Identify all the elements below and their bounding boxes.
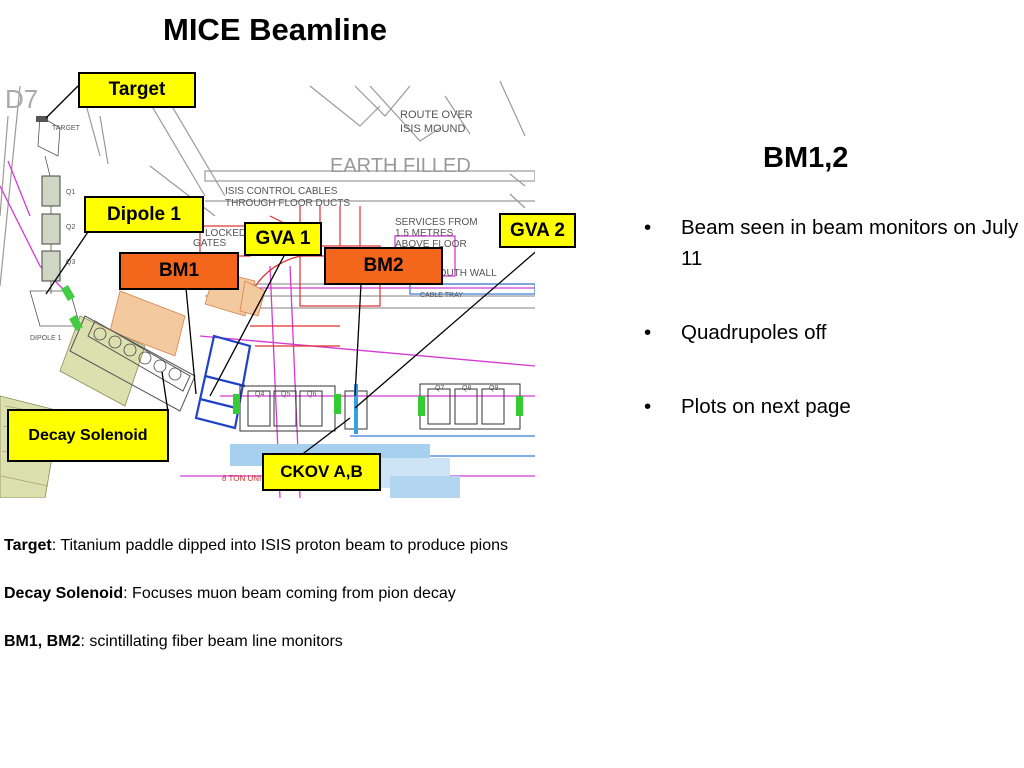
bullet-list: Beam seen in beam monitors on July 11 Qu… <box>640 212 1020 465</box>
bullet-item: Plots on next page <box>640 391 1020 422</box>
decay-solenoid-callout: Decay Solenoid <box>7 409 169 462</box>
drawing-south-wall: SOUTH WALL <box>432 268 497 279</box>
definition-term: BM1, BM2 <box>4 633 81 650</box>
target-callout: Target <box>78 72 196 108</box>
drawing-above-floor: ABOVE FLOOR <box>395 239 467 250</box>
page-title: MICE Beamline <box>163 12 387 47</box>
definition-decay-solenoid: Decay Solenoid: Focuses muon beam coming… <box>4 584 508 604</box>
definition-text: : Titanium paddle dipped into ISIS proto… <box>51 537 509 554</box>
side-title: BM1,2 <box>763 142 849 174</box>
drawing-q9: Q9 <box>489 385 498 392</box>
drawing-target: TARGET <box>52 125 81 132</box>
drawing-q6: Q6 <box>307 391 316 398</box>
drawing-gates: GATES <box>193 238 226 249</box>
drawing-dipole1: DIPOLE 1 <box>30 335 62 342</box>
bm2-callout: BM2 <box>324 247 443 285</box>
drawing-earth-filled: EARTH FILLED <box>330 155 471 177</box>
drawing-metres: 1.5 METRES <box>395 228 454 239</box>
drawing-q4: Q4 <box>255 391 264 398</box>
definition-term: Target <box>4 537 52 554</box>
bullet-item: Quadrupoles off <box>640 317 1020 348</box>
drawing-q3: Q3 <box>66 259 75 266</box>
drawing-route-over: ROUTE OVER <box>400 109 473 121</box>
drawing-q1: Q1 <box>66 189 75 196</box>
drawing-isis-mound: ISIS MOUND <box>400 123 465 135</box>
bullet-item: Beam seen in beam monitors on July 11 <box>640 212 1020 274</box>
drawing-ton: 8 TON UNI <box>222 474 261 483</box>
dipole1-callout: Dipole 1 <box>84 196 204 233</box>
gva2-callout: GVA 2 <box>499 213 576 248</box>
drawing-locked: LOCKED <box>205 228 246 239</box>
bm1-callout: BM1 <box>119 252 239 290</box>
definition-text: : scintillating fiber beam line monitors <box>80 633 343 650</box>
drawing-through-floor: THROUGH FLOOR DUCTS <box>225 198 350 209</box>
definition-term: Decay Solenoid <box>4 585 124 602</box>
drawing-q5: Q5 <box>281 391 290 398</box>
drawing-services-from: SERVICES FROM <box>395 217 478 228</box>
drawing-q7: Q7 <box>435 385 444 392</box>
ckov-callout: CKOV A,B <box>262 453 381 491</box>
beamline-diagram: D7 TARGET Q1 Q2 Q3 DIPOLE 1 ROUTE OVER I… <box>0 66 576 498</box>
drawing-isis-control: ISIS CONTROL CABLES <box>225 186 338 197</box>
definition-text: : Focuses muon beam coming from pion dec… <box>123 585 456 602</box>
definition-target: Target: Titanium paddle dipped into ISIS… <box>4 536 508 556</box>
gva1-callout: GVA 1 <box>244 222 322 256</box>
definition-bm: BM1, BM2: scintillating fiber beam line … <box>4 632 508 652</box>
drawing-d7: D7 <box>5 84 38 114</box>
drawing-q2: Q2 <box>66 224 75 231</box>
drawing-q8: Q8 <box>462 385 471 392</box>
drawing-cable-tray: CABLE TRAY <box>420 292 463 299</box>
definitions: Target: Titanium paddle dipped into ISIS… <box>4 536 508 680</box>
